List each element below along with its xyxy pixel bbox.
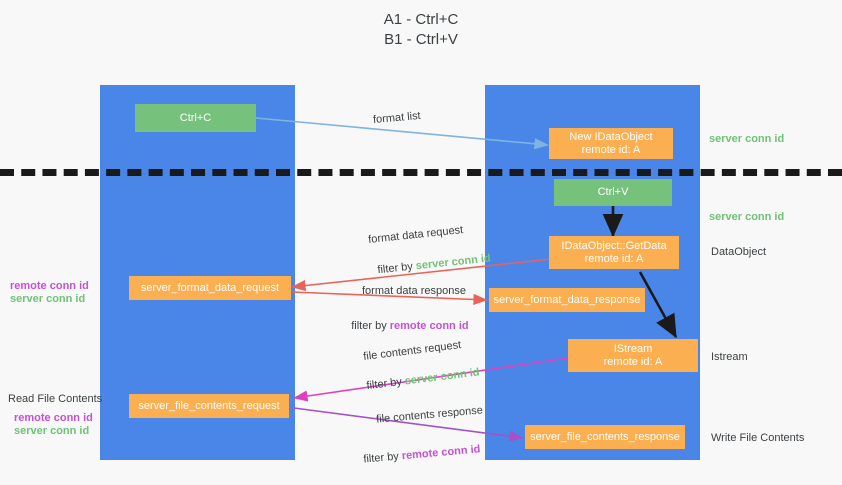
right-label-istream: Istream [711,351,748,363]
right-label-write-file-contents: Write File Contents [711,432,805,444]
filter-prefix: filter by [351,320,390,332]
box-istream[interactable]: IStream remote id: A [568,339,698,372]
box-server-file-contents-request[interactable]: server_file_contents_request [129,394,289,418]
left-label-server-conn-id-bottom: server conn id [14,425,90,437]
filter-value-server-conn-id: server conn id [404,366,481,388]
filter-value-remote-conn-id: remote conn id [389,320,469,332]
filter-value-server-conn-id: server conn id [415,252,492,273]
filter-prefix: filter by [362,450,403,466]
filter-value-remote-conn-id: remote conn id [401,443,481,463]
box-new-idataobject-sub: remote id: A [581,143,641,156]
box-server-file-contents-response-label: server_file_contents_response [530,430,680,443]
box-ctrl-v[interactable]: Ctrl+V [554,179,672,206]
box-server-file-contents-request-label: server_file_contents_request [138,399,280,412]
box-new-idataobject[interactable]: New IDataObject remote id: A [549,128,673,159]
right-label-server-conn-id-top: server conn id [709,133,785,145]
edge-label-file-contents-response-filter: filter by remote conn id [349,428,482,481]
box-server-format-data-response[interactable]: server_format_data_response [489,288,645,312]
left-label-server-conn-id-mid: server conn id [10,293,86,305]
box-server-format-data-response-label: server_format_data_response [493,293,641,306]
edge-label-format-data-response: format data response [362,285,466,297]
left-label-remote-conn-id-bottom: remote conn id [14,412,93,424]
filter-prefix: filter by [365,375,406,393]
edge-label-format-data-response-filter: filter by remote conn id [339,305,469,347]
box-istream-sub: remote id: A [603,355,663,368]
left-label-read-file-contents: Read File Contents [8,393,103,405]
box-ctrl-c-label: Ctrl+C [179,111,212,124]
box-istream-label: IStream [613,342,653,355]
box-idataobject-getdata-sub: remote id: A [584,252,644,265]
box-new-idataobject-label: New IDataObject [569,130,653,143]
page-title: A1 - Ctrl+C B1 - Ctrl+V [383,11,459,48]
edge-label-format-list: format list [372,109,422,127]
box-idataobject-getdata-label: IDataObject::GetData [561,239,667,252]
box-idataobject-getdata[interactable]: IDataObject::GetData remote id: A [549,236,679,269]
right-label-server-conn-id-mid: server conn id [709,211,785,223]
right-label-dataobject: DataObject [711,246,767,258]
box-server-file-contents-response[interactable]: server_file_contents_response [525,425,685,449]
left-label-remote-conn-id-mid: remote conn id [10,280,89,292]
edge-label-file-contents-response: file contents response [375,404,484,426]
section-divider [0,169,842,176]
filter-prefix: filter by [376,260,417,277]
box-server-format-data-request-label: server_format_data_request [140,281,280,294]
box-ctrl-v-label: Ctrl+V [597,186,629,198]
box-server-format-data-request[interactable]: server_format_data_request [129,276,291,300]
box-ctrl-c[interactable]: Ctrl+C [135,104,256,132]
